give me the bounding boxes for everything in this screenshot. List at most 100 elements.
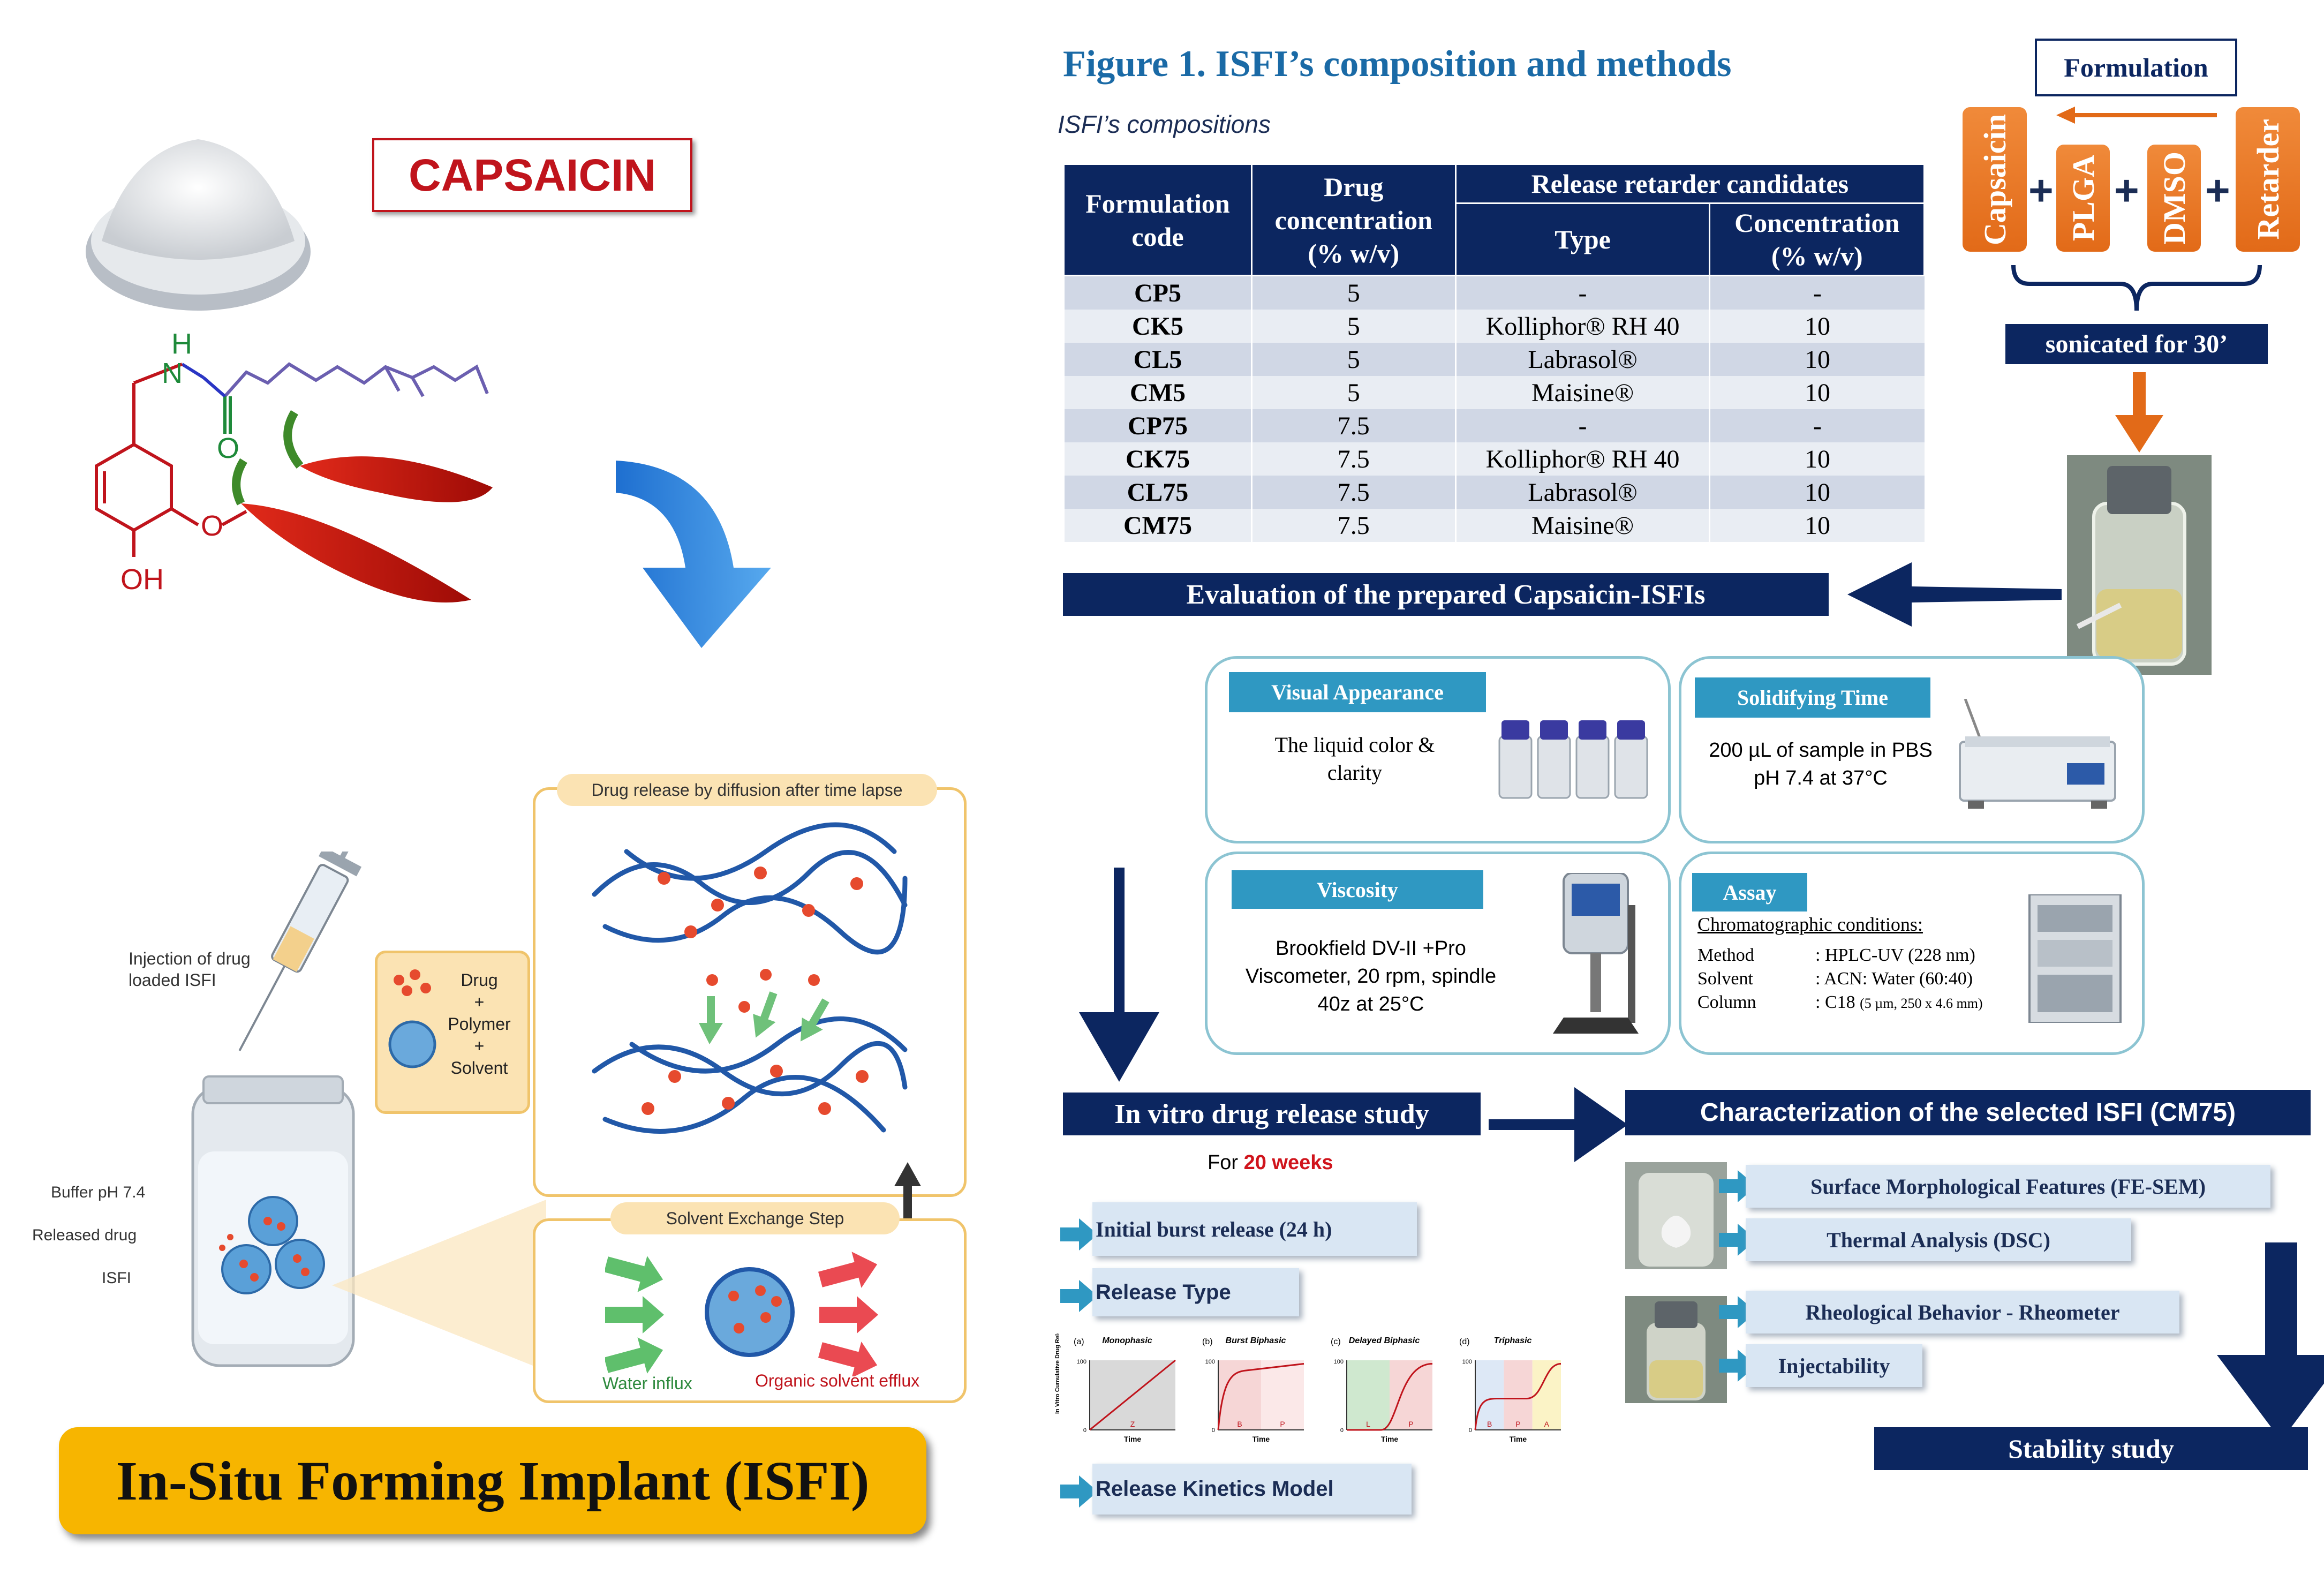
formulation-plga: PLGA <box>2056 145 2110 252</box>
visual-appearance-label: Visual Appearance <box>1229 672 1486 712</box>
mini-chart-phase-label: B <box>1237 1420 1242 1428</box>
isfi-vial-photo <box>2067 455 2212 675</box>
characterization-item-label: Rheological Behavior - Rheometer <box>1805 1300 2120 1324</box>
injection-label: Injection of drug loaded ISFI <box>129 949 251 990</box>
release-type-charts-svg: In Vitro Cumulative Drug Release (%)(a)M… <box>1054 1310 1561 1443</box>
cell-conc: 10 <box>1709 310 1925 343</box>
released-drug-label: Released drug <box>32 1226 137 1244</box>
solvent-exchange-illustration <box>605 1252 878 1376</box>
composition-line-plus-2: + <box>474 1036 485 1056</box>
assay-row-column: Column: C18 (5 µm, 250 x 4.6 mm) <box>1697 991 1983 1015</box>
visual-appearance-text: The liquid color & clarity <box>1274 733 1435 785</box>
mini-chart-phase-label: A <box>1544 1420 1550 1428</box>
water-bath-icon <box>1959 699 2116 809</box>
molecule-oh: OH <box>120 563 164 596</box>
assay-label: Assay <box>1692 873 1807 911</box>
col-header-drug: Drug concentration (% w/v) <box>1250 163 1457 276</box>
characterization-item-rheology: Rheological Behavior - Rheometer <box>1746 1291 2179 1334</box>
mini-chart-tick: 0 <box>1083 1427 1086 1434</box>
cell-code: CP5 <box>1063 275 1252 310</box>
mini-chart-xlabel: Time <box>1381 1435 1399 1443</box>
characterization-item-label: Injectability <box>1778 1353 1890 1378</box>
initial-burst-label: Initial burst release (24 h) <box>1096 1217 1332 1241</box>
cell-drug: 5 <box>1250 343 1456 376</box>
up-arrow-icon <box>894 1162 921 1237</box>
cell-type: Labrasol® <box>1454 476 1710 509</box>
mini-chart-tick: 0 <box>1469 1427 1472 1434</box>
cell-code: CK75 <box>1063 442 1252 476</box>
polymer-network-illustration <box>592 822 908 1134</box>
mini-chart-title: Monophasic <box>1102 1336 1152 1345</box>
mini-chart-phase-label: B <box>1487 1420 1492 1428</box>
mini-chart-tick: 0 <box>1212 1427 1215 1434</box>
arrow-bullet-icon <box>1060 1475 1098 1508</box>
col-header-retarder: Release retarder candidates <box>1454 163 1926 204</box>
mini-chart-tag: (a) <box>1074 1337 1084 1346</box>
cell-drug: 7.5 <box>1250 476 1456 509</box>
release-kinetics-label: Release Kinetics Model <box>1096 1477 1334 1501</box>
cell-code: CM75 <box>1063 509 1252 542</box>
formulation-capsaicin-label: Capsaicin <box>1977 114 2012 245</box>
cell-type: Kolliphor® RH 40 <box>1454 310 1710 343</box>
mini-chart-tick: 100 <box>1334 1359 1344 1365</box>
capsaicin-powder-dish <box>86 139 311 311</box>
characterization-item-label: Surface Morphological Features (FE-SEM) <box>1810 1174 2206 1199</box>
viscometer-icon <box>1553 873 1639 1034</box>
cell-drug: 7.5 <box>1250 442 1456 476</box>
cell-conc: - <box>1709 409 1925 442</box>
assay-value: : ACN: Water (60:40) <box>1815 969 1973 989</box>
mini-chart-phase-band <box>1475 1360 1504 1430</box>
assay-key: Solvent <box>1697 969 1753 989</box>
assay-value: : C18 <box>1815 992 1855 1012</box>
assay-value: : HPLC-UV (228 nm) <box>1815 945 1975 965</box>
plus-icon: + <box>2028 167 2054 214</box>
mini-chart-title: Delayed Biphasic <box>1349 1336 1420 1345</box>
mini-chart-title: Burst Biphasic <box>1226 1336 1286 1345</box>
capsaicin-label: CAPSAICIN <box>408 149 657 200</box>
formulation-arrow <box>2056 107 2217 124</box>
callout-beam <box>332 1200 546 1371</box>
down-arrow-icon <box>2217 1242 2324 1441</box>
drug-release-panel <box>533 787 967 1197</box>
organic-efflux-label: Organic solvent efflux <box>755 1371 920 1390</box>
mini-chart-phase-label: L <box>1366 1420 1370 1428</box>
composition-line-polymer: Polymer <box>448 1014 511 1034</box>
cell-drug: 5 <box>1250 275 1456 310</box>
curved-down-arrow <box>616 461 771 648</box>
composition-line-solvent: Solvent <box>450 1058 508 1078</box>
formulation-plga-label: PLGA <box>2065 155 2101 242</box>
composition-callout-art <box>388 969 436 1068</box>
molecule-o: O <box>217 432 239 464</box>
evaluation-title: Evaluation of the prepared Capsaicin-ISF… <box>1063 573 1829 616</box>
drug-release-panel-title: Drug release by diffusion after time lap… <box>557 774 937 806</box>
release-kinetics-item: Release Kinetics Model <box>1092 1464 1412 1515</box>
characterization-item-label: Thermal Analysis (DSC) <box>1827 1227 2050 1252</box>
orange-down-arrow <box>2115 372 2163 453</box>
release-type-label: Release Type <box>1096 1280 1231 1304</box>
cell-conc: 10 <box>1709 509 1925 542</box>
solidifying-time-text: 200 µL of sample in PBS pH 7.4 at 37°C <box>1709 739 1933 789</box>
mini-chart-phase-band <box>1347 1360 1390 1430</box>
assay-column-spec: (5 µm, 250 x 4.6 mm) <box>1860 996 1983 1011</box>
cell-code: CM5 <box>1063 376 1252 409</box>
compositions-subtitle: ISFI’s compositions <box>1058 110 1271 138</box>
mini-chart-phase-band <box>1532 1360 1561 1430</box>
composition-line-drug: Drug <box>461 970 498 990</box>
viscosity-label: Viscosity <box>1232 870 1483 909</box>
characterization-item-dsc: Thermal Analysis (DSC) <box>1746 1218 2131 1261</box>
capsaicin-label-box: CAPSAICIN <box>372 138 692 212</box>
cell-drug: 7.5 <box>1250 409 1456 442</box>
mini-chart-curve <box>1217 1363 1304 1430</box>
mini-chart-xlabel: Time <box>1124 1435 1142 1443</box>
mini-chart-tag: (b) <box>1202 1337 1213 1346</box>
cell-type: Kolliphor® RH 40 <box>1454 442 1710 476</box>
initial-burst-item: Initial burst release (24 h) <box>1092 1202 1417 1256</box>
assay-row-method: Method: HPLC-UV (228 nm) <box>1697 944 1983 967</box>
isfi-injection-illustration <box>191 852 362 1367</box>
